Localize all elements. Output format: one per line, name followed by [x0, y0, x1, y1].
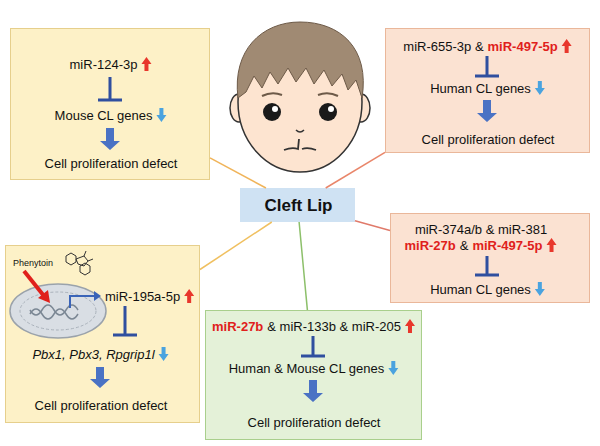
node-text: miR-497-5p	[488, 39, 558, 55]
node-text: Cell proliferation defect	[35, 398, 168, 414]
node-text: Pbx1, Pbx3, Rpgrip1l	[32, 347, 154, 363]
node-text: Human & Mouse CL genes	[229, 361, 385, 377]
node-text: miR-27b	[212, 319, 263, 335]
pathway-box: miR-27b& miR-133b & miR-205Human & Mouse…	[205, 310, 422, 440]
connector-line	[355, 221, 390, 231]
node-text: Human CL genes	[430, 282, 531, 298]
node-text: miR-27b	[404, 238, 455, 254]
node-text: Phenytoin	[13, 258, 53, 269]
node-text: Cell proliferation defect	[45, 156, 178, 172]
title-box: Cleft Lip	[240, 188, 355, 222]
node-text: miR-655-3p &	[403, 39, 483, 55]
transcription-arrow	[70, 291, 101, 308]
pathway-box: miR-124-3pMouse CL genesCell proliferati…	[10, 28, 210, 180]
node-text: miR-497-5p	[472, 238, 542, 254]
node-text: miR-124-3p	[70, 57, 138, 73]
connector-line	[200, 222, 272, 270]
pathway-box: miR-374a/b & miR-381miR-27b&miR-497-5pHu…	[390, 213, 590, 303]
node-text: & miR-133b & miR-205	[267, 319, 401, 335]
connector-line	[299, 222, 307, 310]
connector-line	[210, 158, 266, 188]
node-text: Human CL genes	[430, 81, 531, 97]
node-text: Cell proliferation defect	[422, 132, 555, 148]
node-text: Cell proliferation defect	[248, 415, 381, 431]
node-text: miR-374a/b & miR-381	[415, 222, 547, 238]
node-text: Mouse CL genes	[55, 108, 153, 124]
nucleus	[10, 284, 106, 338]
node-text: &	[460, 238, 469, 254]
pathway-box: miR-655-3p & miR-497-5pHuman CL genesCell…	[385, 28, 590, 153]
node-text: miR-195a-5p	[105, 289, 180, 305]
node-text: Cleft Lip	[265, 196, 333, 216]
connector-line	[326, 152, 385, 188]
baby-face	[230, 22, 370, 172]
